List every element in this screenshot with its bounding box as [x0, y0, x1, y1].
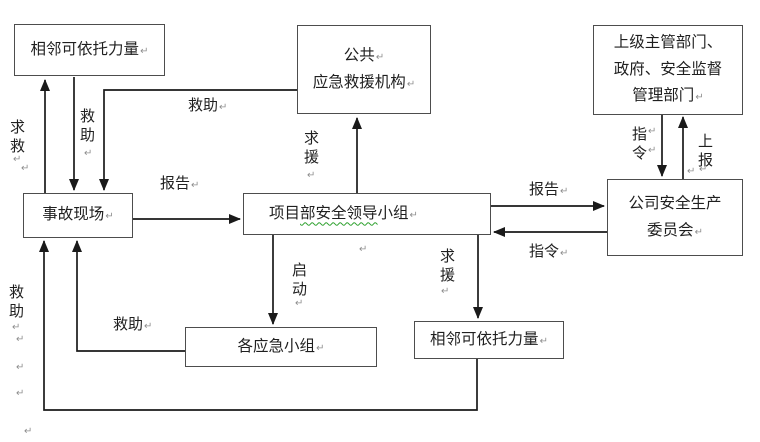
node-project-safety-group-label: 项目部安全领导小组↵	[269, 204, 418, 222]
arrow-rescue-adjacent-bottom-to-site	[39, 240, 478, 411]
pilcrow-mark: ↵	[316, 342, 325, 354]
label-report-right: 报告↵	[529, 182, 569, 198]
pilcrow-mark: ↵	[219, 102, 228, 113]
node-superior-departments: 上级主管部门、 政府、安全监督 管理部门↵	[593, 25, 743, 115]
label-rescue-teams: 救助↵	[113, 317, 153, 333]
node-adjacent-forces-top-label: 相邻可依托力量↵	[30, 40, 149, 58]
node-public-rescue-line2: 应急救援机构↵	[312, 73, 416, 91]
pilcrow-mark: ↵	[648, 126, 657, 137]
pilcrow-mark: ↵	[409, 209, 418, 221]
node-public-rescue-agency: 公共↵ 应急救援机构↵	[297, 25, 431, 114]
node-emergency-teams: 各应急小组↵	[185, 327, 377, 367]
pilcrow-mark: ↵	[687, 166, 696, 177]
spellcheck-underline: 部安全领导	[300, 204, 378, 222]
pilcrow-mark: ↵	[648, 144, 657, 156]
arrow-rescue-teams-to-site	[72, 240, 185, 352]
pilcrow-mark: ↵	[539, 335, 548, 347]
node-company-committee-line2: 委员会↵	[647, 221, 703, 239]
node-company-committee-line1: 公司安全生产	[628, 194, 722, 212]
node-adjacent-forces-bottom-label: 相邻可依托力量↵	[430, 330, 548, 348]
pilcrow-mark: ↵	[560, 186, 569, 197]
pilcrow-mark: ↵	[24, 426, 33, 437]
pilcrow-mark: ↵	[16, 334, 25, 345]
label-instruction-right: 指令↵	[529, 244, 569, 260]
label-instruction-vertical-char1: 指↵	[632, 126, 657, 143]
label-instruction-vertical-char2: 令↵	[632, 144, 657, 162]
label-report-up: 上报	[697, 134, 713, 169]
pilcrow-mark: ↵	[295, 298, 304, 309]
label-call-for-help: 求救	[9, 120, 25, 155]
label-rescue-left: 救助	[8, 285, 24, 320]
arrow-rescue-from-public-agency	[99, 89, 297, 191]
node-company-safety-committee: 公司安全生产 委员会↵	[607, 179, 743, 256]
pilcrow-mark: ↵	[105, 211, 114, 223]
pilcrow-mark: ↵	[21, 163, 30, 174]
pilcrow-mark: ↵	[12, 322, 21, 333]
label-activate: 启动	[291, 263, 307, 298]
node-project-safety-group: 项目部安全领导小组↵	[243, 193, 491, 235]
pilcrow-mark: ↵	[13, 154, 22, 165]
pilcrow-mark: ↵	[16, 362, 25, 373]
node-superior-line2: 政府、安全监督	[613, 60, 723, 78]
label-report-left: 报告↵	[160, 176, 200, 192]
pilcrow-mark: ↵	[560, 248, 569, 259]
node-superior-line1: 上级主管部门、	[613, 34, 723, 52]
pilcrow-mark: ↵	[694, 226, 703, 238]
pilcrow-mark: ↵	[359, 244, 368, 255]
label-rescue-public: 救助↵	[188, 98, 228, 114]
label-seek-help-down: 求援	[439, 249, 455, 284]
label-seek-help-up: 求援	[303, 131, 319, 166]
node-superior-line3: 管理部门↵	[632, 87, 704, 105]
label-instruction-vertical: 指↵ 令↵	[632, 126, 656, 164]
pilcrow-mark: ↵	[695, 92, 704, 104]
pilcrow-mark: ↵	[406, 78, 416, 90]
node-accident-site: 事故现场↵	[23, 193, 133, 238]
node-accident-site-label: 事故现场↵	[42, 206, 114, 224]
pilcrow-mark: ↵	[375, 51, 385, 63]
pilcrow-mark: ↵	[191, 180, 200, 191]
node-public-rescue-line1: 公共↵	[343, 46, 385, 64]
pilcrow-mark: ↵	[441, 286, 450, 297]
pilcrow-mark: ↵	[16, 388, 25, 399]
pilcrow-mark: ↵	[140, 45, 149, 57]
pilcrow-mark: ↵	[144, 321, 153, 332]
pilcrow-mark: ↵	[84, 148, 93, 159]
node-adjacent-forces-top: 相邻可依托力量↵	[14, 24, 165, 76]
label-rescue-top: 救助	[79, 109, 95, 144]
node-emergency-teams-label: 各应急小组↵	[237, 337, 325, 355]
pilcrow-mark: ↵	[699, 164, 708, 175]
pilcrow-mark: ↵	[307, 170, 316, 181]
node-adjacent-forces-bottom: 相邻可依托力量↵	[414, 321, 564, 359]
